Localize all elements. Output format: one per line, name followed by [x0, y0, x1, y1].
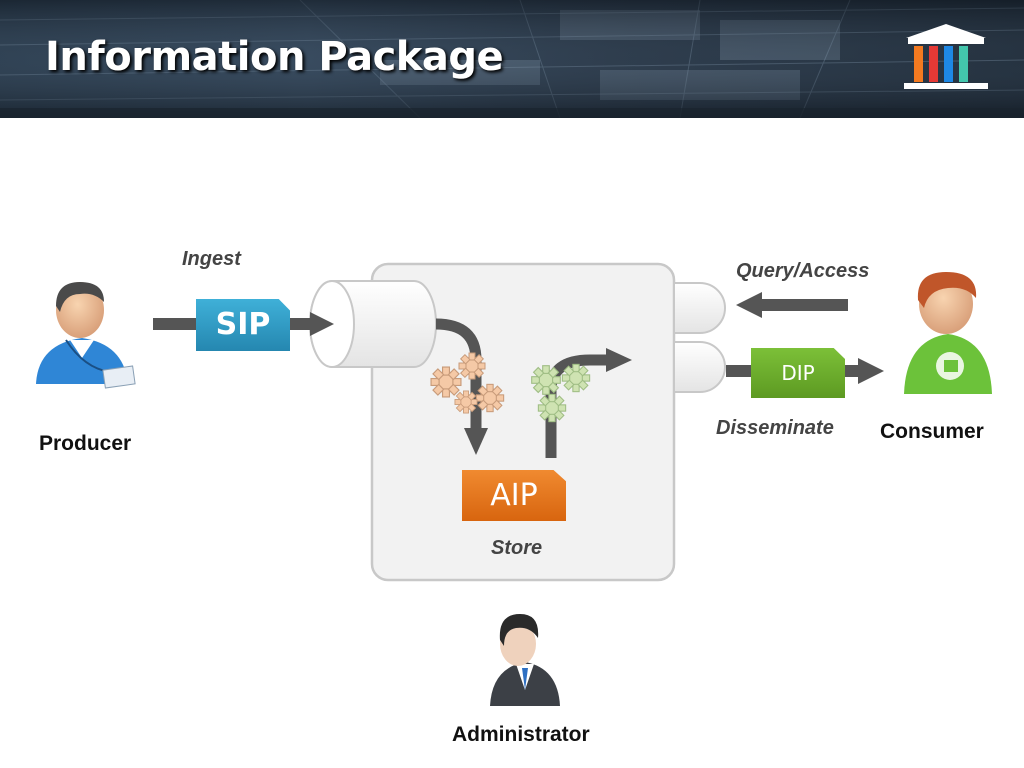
sip-package: SIP	[196, 299, 290, 351]
ingest-label: Ingest	[182, 248, 241, 270]
dip-in-arrow-line	[726, 365, 754, 377]
ingest-cylinder	[309, 280, 437, 368]
producer-person-icon	[36, 282, 136, 389]
dip-arrow-head	[858, 358, 884, 384]
page-title: Information Package	[45, 34, 504, 80]
aip-package: AIP	[462, 470, 566, 521]
dissemination-port	[673, 341, 726, 393]
administrator-label: Administrator	[452, 723, 590, 746]
query-arrow-line	[758, 299, 848, 311]
consumer-person-icon	[904, 272, 992, 394]
consumer-label: Consumer	[880, 420, 984, 443]
producer-to-sip-arrow-line	[153, 318, 198, 330]
sip-label: SIP	[215, 307, 271, 342]
query-port	[673, 282, 726, 334]
administrator-person-icon	[490, 614, 560, 706]
store-label: Store	[491, 537, 543, 559]
museum-columns-icon	[904, 24, 988, 89]
disseminate-label: Disseminate	[716, 417, 834, 439]
header-banner: Information Package	[0, 0, 1024, 118]
sip-arrow-head	[310, 312, 334, 336]
sip-to-archive-arrow-line	[290, 318, 314, 330]
producer-label: Producer	[39, 432, 132, 455]
header-background	[0, 0, 1024, 118]
ingest-down-arrow-head	[464, 428, 488, 455]
query-access-label: Query/Access	[736, 260, 870, 282]
query-arrow-head	[736, 292, 762, 318]
dip-label: DIP	[781, 361, 815, 385]
dip-package: DIP	[751, 348, 845, 398]
access-up-arrow-head	[606, 348, 632, 372]
archive-container	[370, 262, 676, 582]
aip-label: AIP	[490, 478, 538, 513]
dip-out-arrow-line	[842, 365, 862, 377]
